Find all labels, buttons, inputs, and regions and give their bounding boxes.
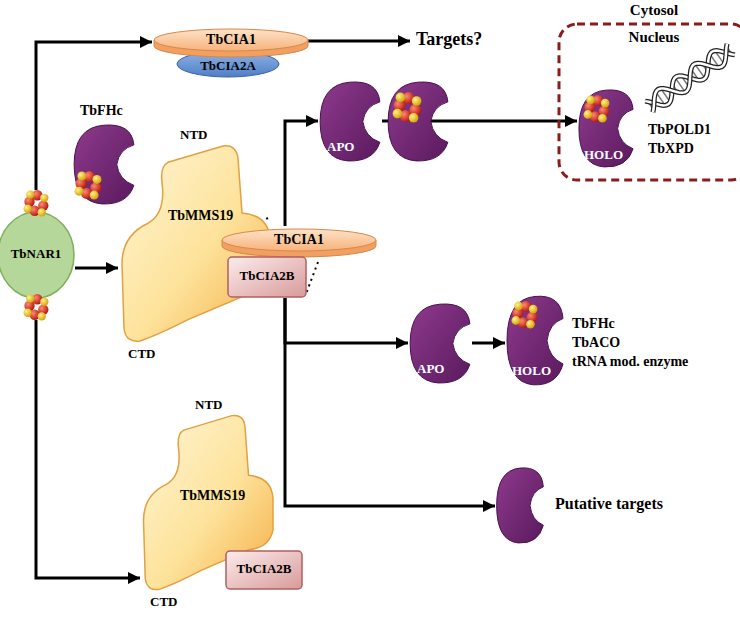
nar1-ellipse: TbNAR1 [0,190,75,320]
node-text: TbMMS19 [168,208,233,223]
node-text: CTD [150,595,177,609]
flow-arrow [285,121,318,226]
protein-box: TbCIA2B [227,256,307,298]
target-protein: Putative targets [495,466,685,544]
node-text: Cytosol [557,2,740,19]
dna-helix [644,42,736,114]
protein-name: tRNA mod. enzyme [572,354,688,369]
node-text: TbCIA1 [220,232,378,247]
fe-s-cluster [393,92,422,123]
node-text: TbCIA2B [225,562,303,576]
protein-name: TbPOLD1 [648,122,711,137]
node-text: APO [417,362,444,376]
node-text: HOLO [512,364,551,378]
protein-box: TbCIA2B [225,550,303,590]
holo-protein: HOLO [505,294,565,386]
protein-name: TbFHc [572,316,615,331]
node-text: TbNAR1 [0,247,75,261]
node-text: TbCIA2A [175,59,281,73]
node-text: Putative targets [555,495,663,513]
protein-shape-outline [72,103,136,205]
node-text: Nucleus [557,29,740,46]
node-text: CTD [128,347,155,361]
node-text: TbCIA2B [227,269,307,283]
apo-protein: APO [408,302,472,384]
targets-label: Targets? [416,30,482,50]
apo-protein: APO [318,80,382,162]
protein-disk: TbCIA1 [220,226,378,258]
dotted-contact [306,262,318,294]
flow-arrow [472,342,505,345]
protein-name: TbACO [572,335,620,350]
protein-shape: TbFHc [72,103,136,205]
node-text: APO [327,140,354,154]
flow-arrow [285,298,495,506]
flow-arrow [36,320,140,578]
node-text: TbFHc [80,103,123,118]
nucleus-compartment: CytosolNucleusHOLO [557,2,740,184]
node-text: TbCIA1 [152,32,310,47]
node-text: HOLO [584,148,623,162]
flow-arrow [75,267,118,270]
protein-name: TbXPD [648,141,694,156]
node-text: NTD [180,128,207,142]
node-text: TbMMS19 [180,488,245,503]
targets-arrow [308,40,410,43]
holo-protein-shape [388,82,448,161]
node-text: NTD [195,398,222,412]
flow-arrow [285,298,408,343]
protein-disk: TbCIA1 [152,26,310,58]
holo-protein: HOLO [577,88,635,168]
